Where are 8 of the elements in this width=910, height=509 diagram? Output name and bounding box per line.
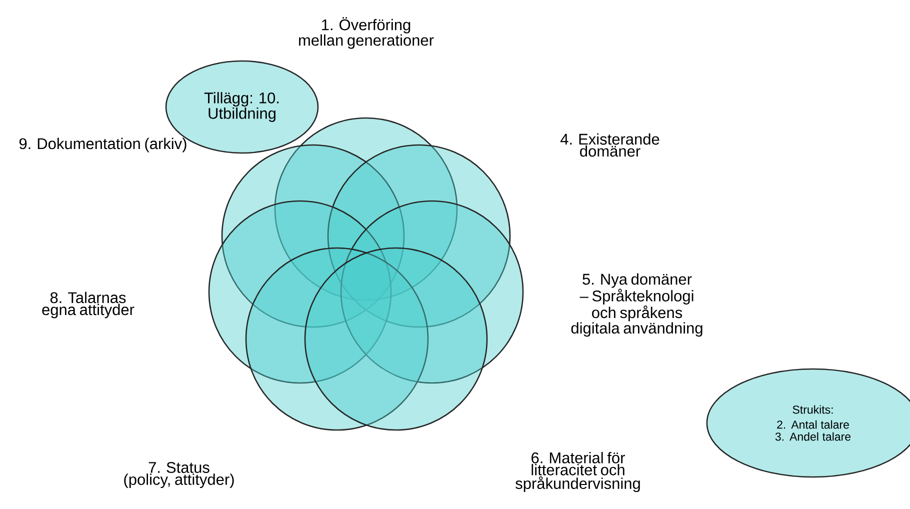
label-text: 9. Dokumentation (arkiv): [19, 138, 186, 152]
label-text: 4. Existerande domäner: [560, 133, 660, 157]
bubble-circle: [304, 247, 488, 431]
label-text: 8. Talarnas egna attityder: [42, 292, 134, 318]
label-text: 5. Nya domäner – Språkteknologi och språkens digitala användning: [571, 273, 702, 337]
label-text: 1. Överföring mellan generationer: [299, 17, 434, 49]
label-text: 6. Material för litteracitet och språkundervisning: [516, 452, 640, 492]
label-text: 7. Status (policy, attityder): [124, 462, 234, 488]
